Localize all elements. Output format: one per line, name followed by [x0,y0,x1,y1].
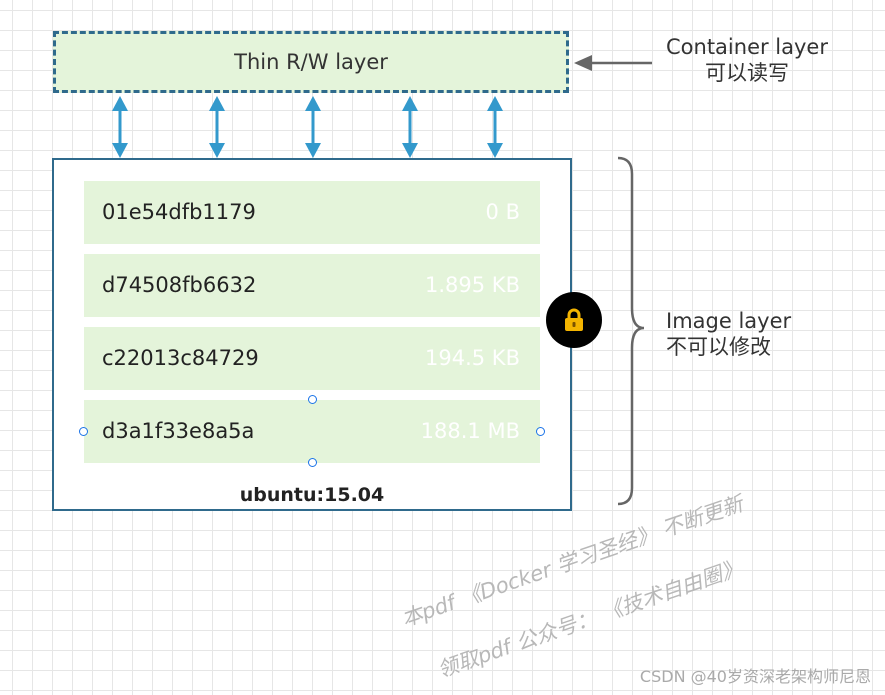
selection-handle-bottom[interactable] [308,458,317,467]
container-layer-box: Thin R/W layer [53,31,569,93]
layer-id: d74508fb6632 [102,273,257,297]
container-layer-box-label: Thin R/W layer [234,50,388,74]
selection-handle-right[interactable] [536,427,545,436]
image-layer-row: d74508fb6632 1.895 KB [84,254,540,317]
double-arrow-3 [305,96,321,158]
container-layer-subtitle: 可以读写 [705,61,789,85]
double-arrow-4 [402,96,418,158]
selection-handle-left[interactable] [79,427,88,436]
image-layer-row-selected[interactable]: d3a1f33e8a5a 188.1 MB [84,400,540,463]
double-arrow-1 [112,96,128,158]
image-layer-label: Image layer 不可以修改 [666,308,791,360]
layer-id: 01e54dfb1179 [102,200,256,224]
image-name-label: ubuntu:15.04 [239,484,385,506]
image-layer-title: Image layer [666,309,792,333]
image-layer-row: c22013c84729 194.5 KB [84,327,540,390]
image-layer-box: 01e54dfb1179 0 B d74508fb6632 1.895 KB c… [52,158,572,511]
layer-size: 1.895 KB [425,273,520,297]
container-layer-title: Container layer [666,35,828,59]
image-layer-subtitle: 不可以修改 [666,335,771,359]
image-layer-row: 01e54dfb1179 0 B [84,181,540,244]
image-layer-brace [617,156,645,506]
layer-size: 188.1 MB [420,419,520,443]
layer-size: 0 B [485,200,520,224]
container-pointer-arrow [574,55,652,71]
connector-arrows [112,55,652,158]
container-layer-label: Container layer 可以读写 [662,34,832,86]
layer-id: c22013c84729 [102,346,259,370]
double-arrow-5 [487,96,503,158]
layer-id: d3a1f33e8a5a [102,419,255,443]
csdn-credit: CSDN @40岁资深老架构师尼恩 [639,667,871,686]
selection-handle-top[interactable] [308,395,317,404]
double-arrow-2 [209,96,225,158]
lock-icon [546,292,602,348]
lock-icon-glyph [565,308,583,331]
layer-size: 194.5 KB [425,346,520,370]
